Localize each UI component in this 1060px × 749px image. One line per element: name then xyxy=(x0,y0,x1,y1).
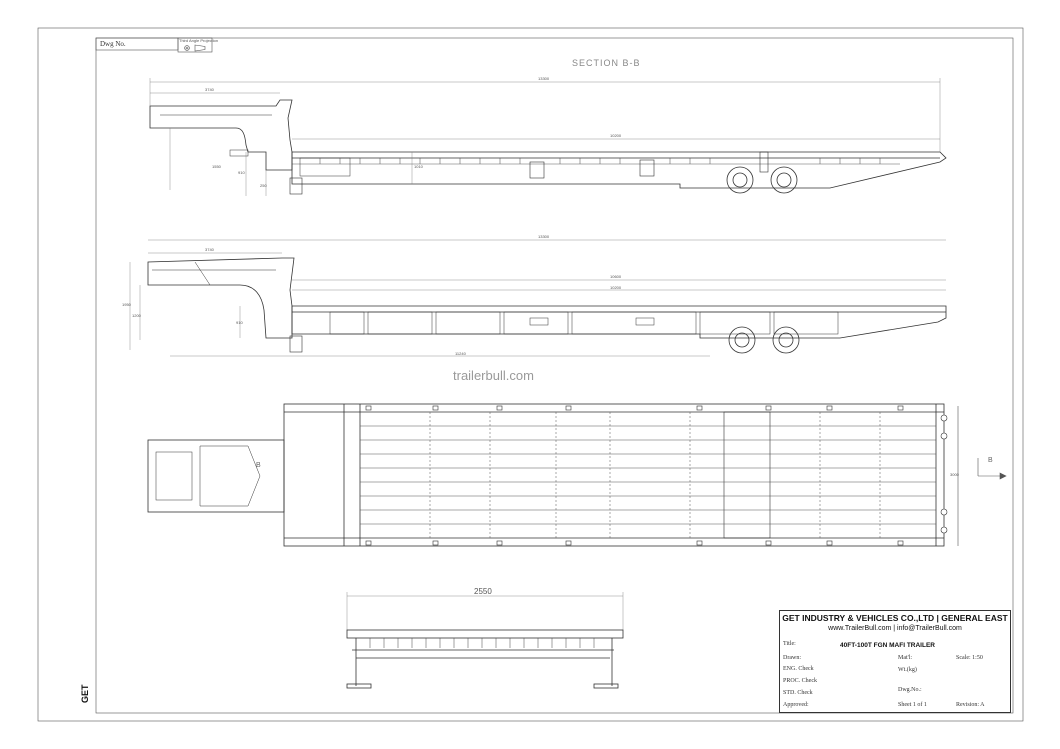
dim-plan-width: 3000 xyxy=(950,472,959,477)
proc-check-label: PROC. Check xyxy=(783,678,818,684)
side-view-crossmembers xyxy=(319,158,881,164)
approved-label: Approved: xyxy=(783,702,809,708)
title-block: GET INDUSTRY & VEHICLES CO.,LTD | GENERA… xyxy=(779,610,1011,713)
end-view-ribs xyxy=(369,638,595,648)
outer-border xyxy=(37,27,1024,722)
elevation-view-dimensions xyxy=(129,239,946,357)
dim-side-height3: 250 xyxy=(260,183,267,188)
section-marker xyxy=(957,406,1007,546)
dim-elev-deck: 10200 xyxy=(610,285,622,290)
elevation-view xyxy=(147,257,947,354)
section-label: SECTION B-B xyxy=(572,58,641,68)
company-name: GET INDUSTRY & VEHICLES CO.,LTD | GENERA… xyxy=(782,613,1008,623)
sheet-label: Sheet 1 of 1 xyxy=(898,702,927,708)
dim-side-height2: 910 xyxy=(238,170,245,175)
dim-side-deck: 10200 xyxy=(610,133,622,138)
side-view-dimensions xyxy=(149,78,941,196)
matl-label: Mat'l: xyxy=(898,655,913,661)
dim-elev-gooseneck: 3740 xyxy=(205,247,214,252)
end-view xyxy=(346,592,624,689)
dim-side-gooseneck: 3740 xyxy=(205,87,214,92)
weight-label: Wt.(kg) xyxy=(898,667,917,673)
dim-elev-deck-top: 10600 xyxy=(610,274,622,279)
plan-view-slats xyxy=(360,412,936,538)
dim-elev-wheelbase: 11240 xyxy=(455,351,466,356)
projection-label: Third Angle Projection xyxy=(179,38,219,43)
projection-box xyxy=(177,37,213,53)
eng-check-label: ENG. Check xyxy=(783,666,814,672)
dim-end-width: 2550 xyxy=(474,587,492,596)
inner-border xyxy=(95,37,1014,714)
plan-view-lashings xyxy=(365,405,948,546)
brand-label: GET xyxy=(80,684,90,703)
side-view xyxy=(149,99,947,195)
dim-elev-height-neck: 1200 xyxy=(132,313,141,318)
watermark: trailerbull.com xyxy=(453,368,534,383)
revision-label: Revision: A xyxy=(956,702,985,708)
plan-view xyxy=(147,403,945,547)
dim-side-height1: 1550 xyxy=(212,164,221,169)
dim-side-overall: 13300 xyxy=(538,76,550,81)
dim-elev-height-deck: 910 xyxy=(236,320,243,325)
dim-side-deck-height: 1010 xyxy=(414,164,423,169)
section-arrow-marker: B xyxy=(988,457,993,464)
std-check-label: STD. Check xyxy=(783,690,813,696)
plan-section-marker: B xyxy=(256,462,261,469)
title-value: 40FT-100T FGN MAFI TRAILER xyxy=(840,642,935,649)
dim-elev-height-total: 1950 xyxy=(122,302,131,307)
dwg-number-label: Dwg.No.: xyxy=(898,687,922,693)
dwg-no-label: Dwg No. xyxy=(100,40,126,48)
drawn-label: Drawn: xyxy=(783,655,801,661)
scale-label: Scale: 1:50 xyxy=(956,655,983,661)
company-web: www.TrailerBull.com | info@TrailerBull.c… xyxy=(828,625,962,632)
dim-elev-overall: 13300 xyxy=(538,234,550,239)
title-label: Title: xyxy=(783,641,796,647)
